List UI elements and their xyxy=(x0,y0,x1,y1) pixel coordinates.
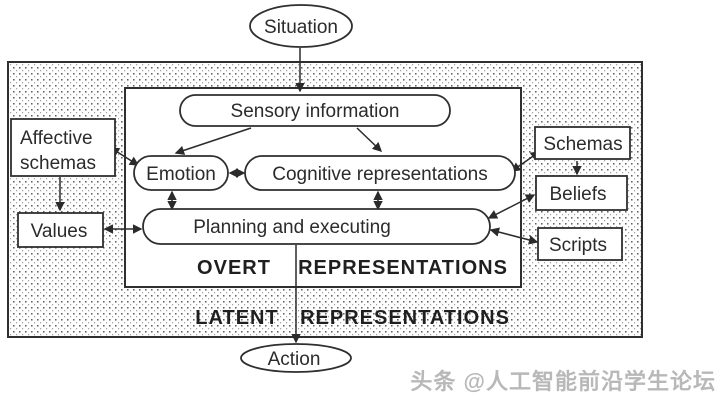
schemas-shape xyxy=(534,126,631,160)
node-scripts: Scripts xyxy=(537,227,623,261)
node-values: Values xyxy=(17,212,104,248)
edge-sensory-to-emotion xyxy=(174,127,252,155)
planning-executing-label: Planning and executing xyxy=(193,217,391,238)
planning-executing-shape xyxy=(142,208,491,245)
cognitive-representations-label: Cognitive representations xyxy=(272,164,487,185)
edge-planning-beliefs xyxy=(487,194,536,219)
beliefs-label: Beliefs xyxy=(549,184,606,205)
latent-caption-word1: LATENT xyxy=(195,307,278,329)
overt-caption-word1: OVERT xyxy=(197,257,271,279)
overt-caption-word2: REPRESENTATIONS xyxy=(298,257,508,279)
beliefs-shape xyxy=(535,175,628,211)
action-label: Action xyxy=(268,349,321,370)
affective-schemas-shape xyxy=(10,118,116,177)
affective-schemas-label-line2: schemas xyxy=(20,153,96,174)
emotion-label: Emotion xyxy=(146,164,216,185)
node-affective-schemas: Affective schemas xyxy=(10,118,116,177)
cognitive-representations-shape xyxy=(244,155,516,191)
node-beliefs: Beliefs xyxy=(535,175,628,211)
edge-planning-scripts xyxy=(489,227,539,245)
node-situation: Situation xyxy=(249,4,353,48)
node-emotion: Emotion xyxy=(133,155,229,191)
node-action: Action xyxy=(240,343,352,373)
node-sensory-information: Sensory information xyxy=(179,94,451,127)
node-planning-executing: Planning and executing xyxy=(142,208,491,245)
latent-caption-word2: REPRESENTATIONS xyxy=(300,307,510,329)
sensory-information-shape xyxy=(179,94,451,127)
situation-ellipse xyxy=(249,4,353,48)
scripts-shape xyxy=(537,227,623,261)
sensory-information-label: Sensory information xyxy=(231,101,400,122)
action-ellipse xyxy=(240,343,352,373)
node-cognitive-representations: Cognitive representations xyxy=(244,155,516,191)
edge-sensory-to-cognitive xyxy=(356,127,383,152)
values-shape xyxy=(17,212,104,248)
affective-schemas-label-line1: Affective xyxy=(20,128,93,149)
schemas-label: Schemas xyxy=(543,134,622,155)
situation-label: Situation xyxy=(264,17,338,38)
scripts-label: Scripts xyxy=(549,235,607,256)
node-schemas: Schemas xyxy=(534,126,631,160)
watermark-text: 头条 @人工智能前沿学生论坛 xyxy=(410,369,716,394)
emotion-shape xyxy=(133,155,229,191)
values-label: Values xyxy=(31,221,88,242)
